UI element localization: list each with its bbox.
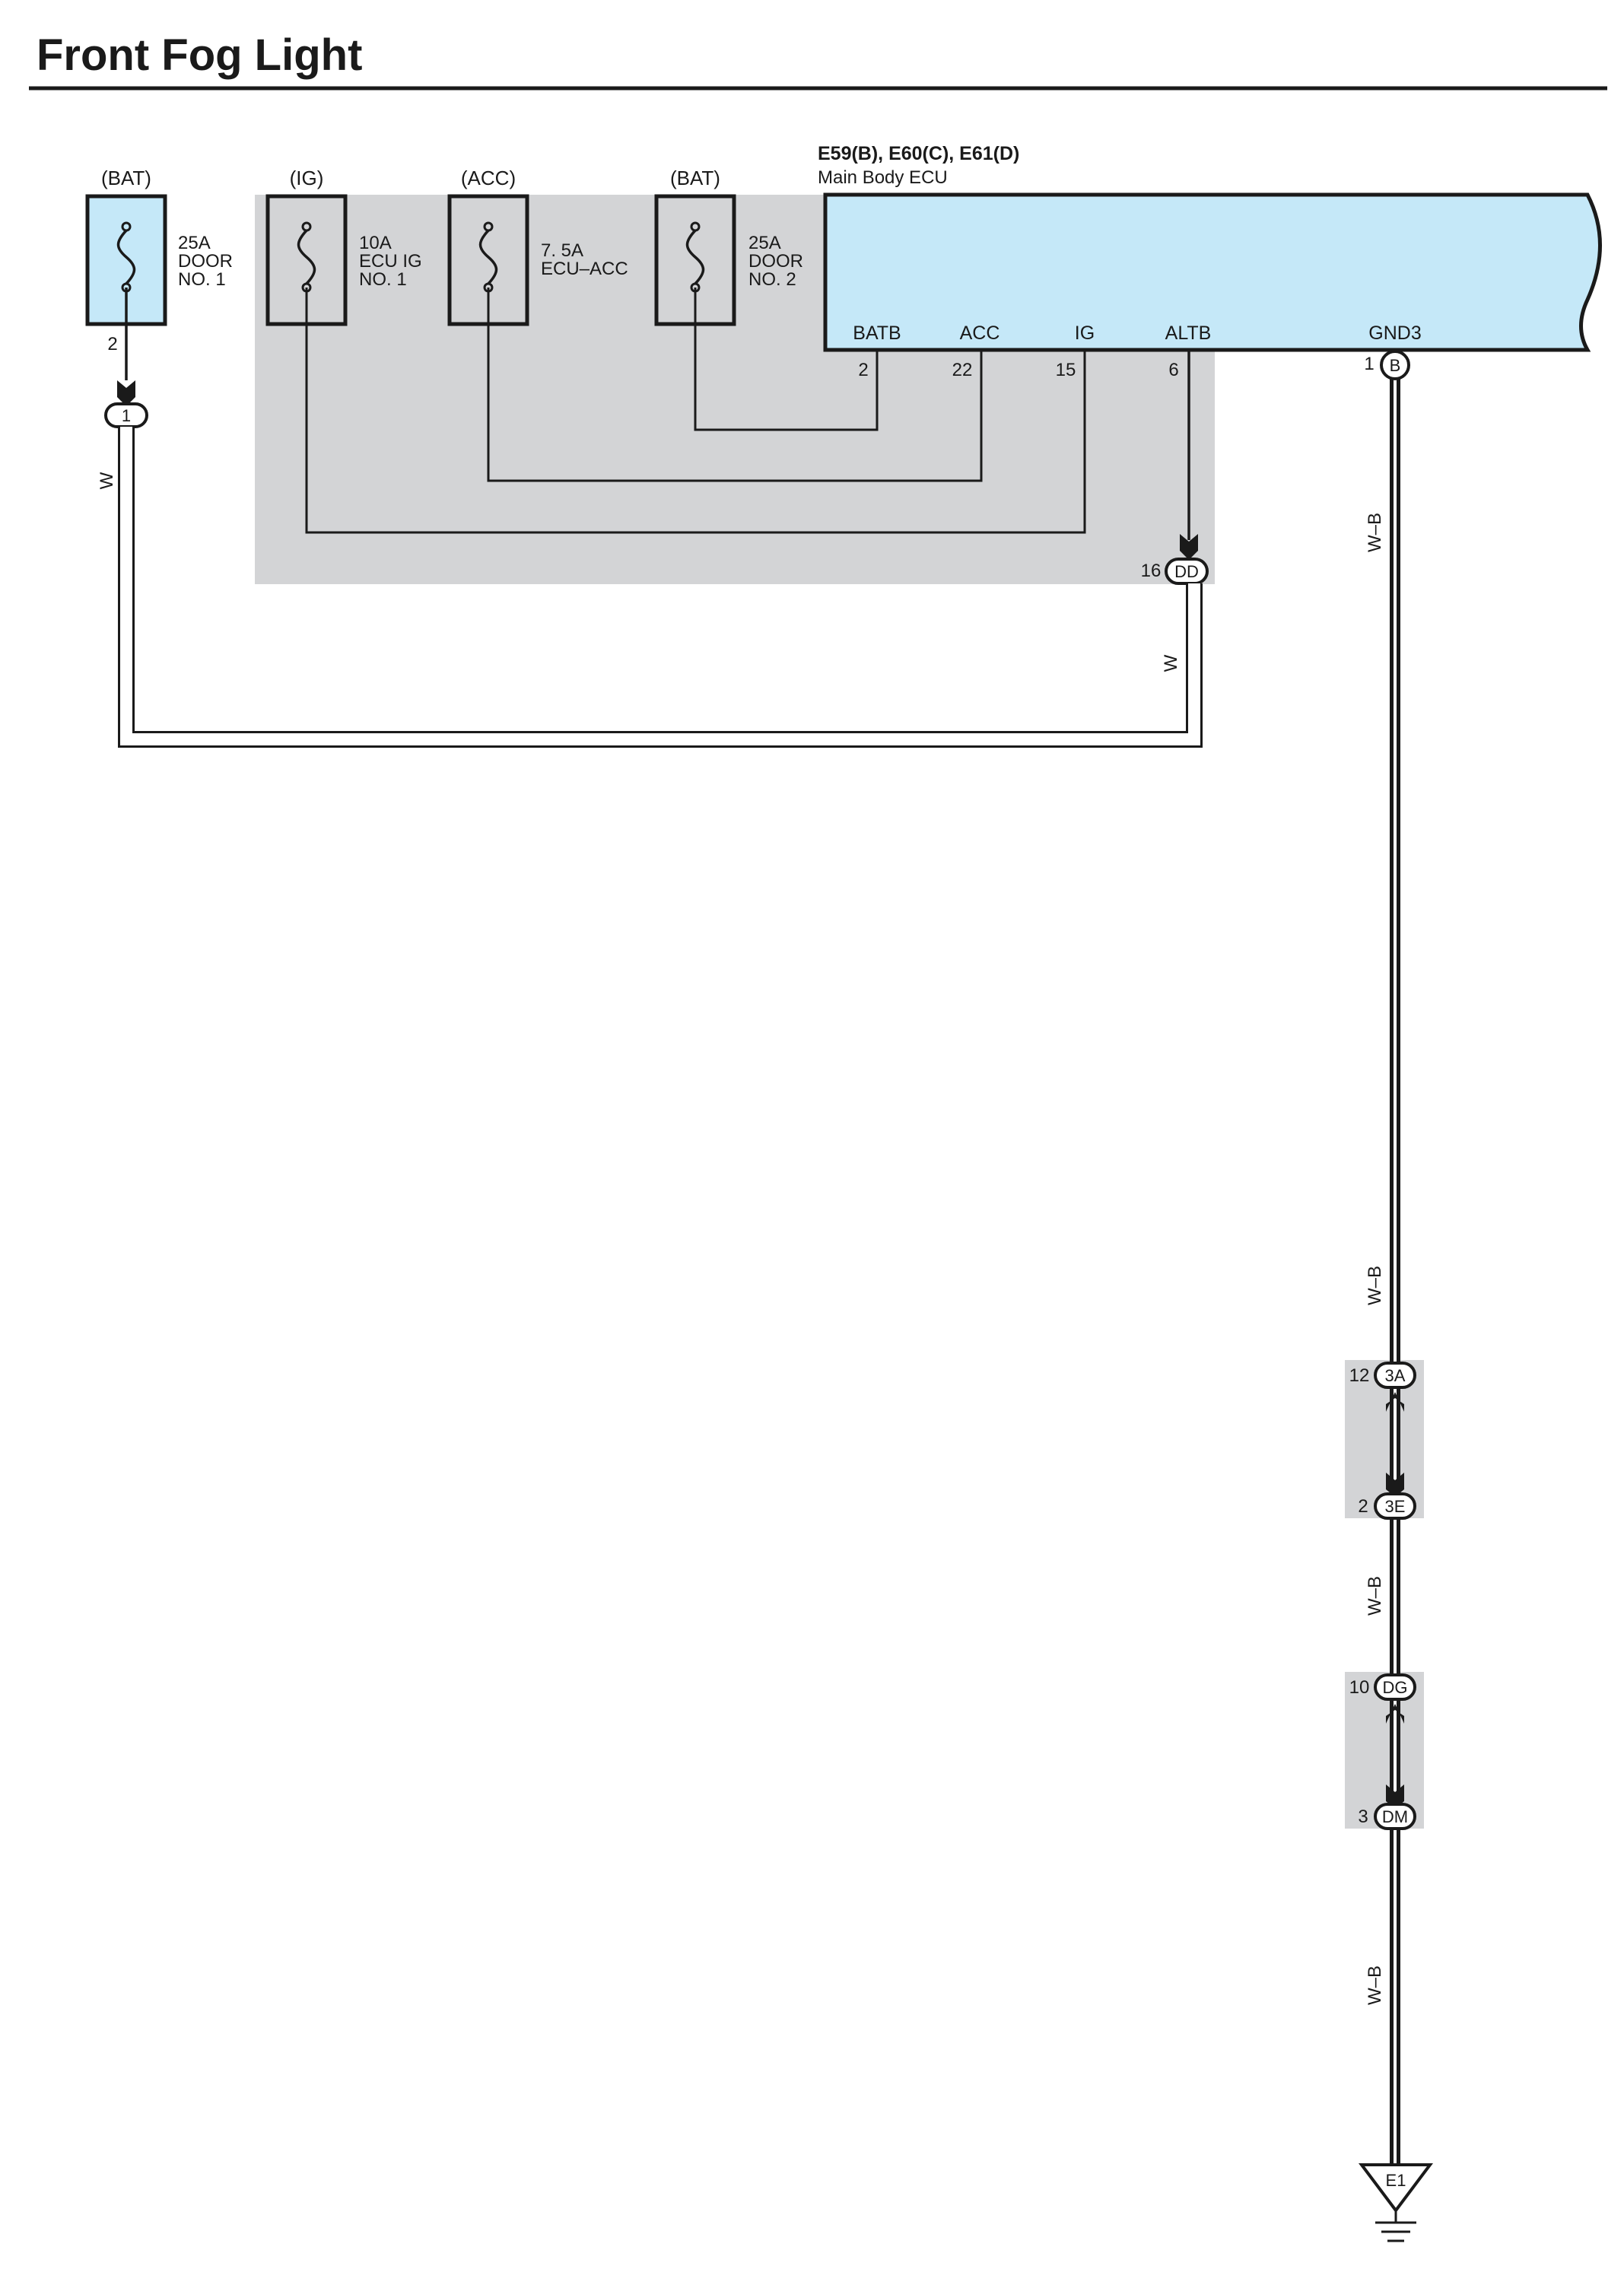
ecu-pin-ig: 15 [1056,360,1076,380]
arrow-altb-icon [1180,534,1198,560]
wire-acc [487,288,983,482]
connector-3a: 12 3A [1349,1362,1416,1389]
fuse-rating: 10A [359,233,392,253]
fuse-power-label: (IG) [290,167,324,189]
ecu-pin-altb: 6 [1168,360,1178,380]
wire-color-wb1: W–B [1365,513,1385,552]
ecu-terminal-acc: ACC [960,323,1000,344]
fuse-rating: 7. 5A [541,240,583,261]
ecu-body [823,192,1602,352]
arrow-down-icon [1386,1473,1404,1497]
wire-color-wb3: W–B [1365,1576,1385,1616]
connector-body [1374,1362,1416,1389]
ecu-connector-ids: E59(B), E60(C), E61(D) [818,143,1019,164]
fuse-power-label: (BAT) [101,167,151,189]
ecu-terminal-ig: IG [1075,323,1095,344]
connector-pin: 2 [1358,1496,1368,1517]
arrow-up-icon [1386,1392,1404,1412]
connector-dg: 10 DG [1349,1673,1416,1701]
connector-body [1374,1803,1416,1830]
fuse-name-line1: DOOR [178,251,233,272]
connector-id: B [1390,356,1401,375]
connector-dd: 16 DD [1141,558,1209,585]
fuse-name-line1: ECU–ACC [541,259,628,279]
connector-body [1374,1492,1416,1520]
wire-color-wb4: W–B [1365,1966,1385,2005]
ecu-name: Main Body ECU [818,167,948,188]
fuse-rating: 25A [178,233,211,253]
connector-id: 3A [1385,1366,1406,1385]
fuse-door-no1: (BAT) 25A DOOR NO. 1 2 [85,167,233,354]
connector-b: B [1380,350,1410,380]
connector-3e: 2 3E [1358,1492,1416,1520]
connector-id: DD [1174,562,1199,581]
fuse-pin: 2 [107,334,117,354]
connector-id: DG [1383,1678,1408,1697]
ground-icon [1359,2163,1433,2213]
junction-block-wiring [305,288,1190,540]
wire-color-wb2: W–B [1365,1266,1385,1305]
connector-pin: 12 [1349,1365,1370,1386]
fuse-door-no2: (BAT) 25A DOOR NO. 2 [654,167,803,326]
fuse-name-line1: DOOR [748,251,803,272]
arrow-fuse1-icon [117,380,135,406]
connector-body [1374,1673,1416,1701]
page-title: Front Fog Light [37,30,362,80]
connector-1: 1 [104,402,148,428]
fuse-name-line2: NO. 1 [178,269,226,290]
connector-id: DM [1382,1807,1408,1826]
fuse-name-line1: ECU IG [359,251,422,272]
fuse-rating: 25A [748,233,781,253]
fuse-ecu-acc: (ACC) 7. 5A ECU–ACC [447,167,628,326]
wire-batb [694,288,879,431]
wire-w-loop [118,427,1203,748]
connector-pin: 10 [1349,1677,1370,1698]
fuse-power-label: (ACC) [461,167,516,189]
fuse-power-label: (BAT) [670,167,720,189]
ecu-pin-batb: 2 [858,360,868,380]
ecu-terminal-altb: ALTB [1165,323,1212,344]
fuse-name-line2: NO. 1 [359,269,407,290]
connector-pin: 3 [1358,1807,1368,1827]
connector-id: 1 [122,406,131,425]
ground-e1: E1 [1359,2163,1433,2242]
connector-dm: 3 DM [1358,1803,1416,1830]
arrow-up-icon [1386,1704,1404,1724]
connector-body [1380,350,1410,380]
fuse-name-line2: NO. 2 [748,269,796,290]
ecu-pin-gnd3: 1 [1364,354,1374,374]
wire-color-w2: W [1161,654,1181,672]
ecu-terminal-gnd3: GND3 [1368,323,1421,344]
connector-id: 3E [1385,1497,1406,1516]
wire-ig [305,288,1086,534]
main-body-ecu: E59(B), E60(C), E61(D) Main Body ECU BAT… [818,143,1602,380]
ecu-terminal-batb: BATB [853,323,901,344]
ecu-pin-acc: 22 [952,360,973,380]
connector-pin: 16 [1141,561,1162,581]
ground-id: E1 [1386,2171,1406,2190]
wire-color-w1: W [97,472,117,489]
